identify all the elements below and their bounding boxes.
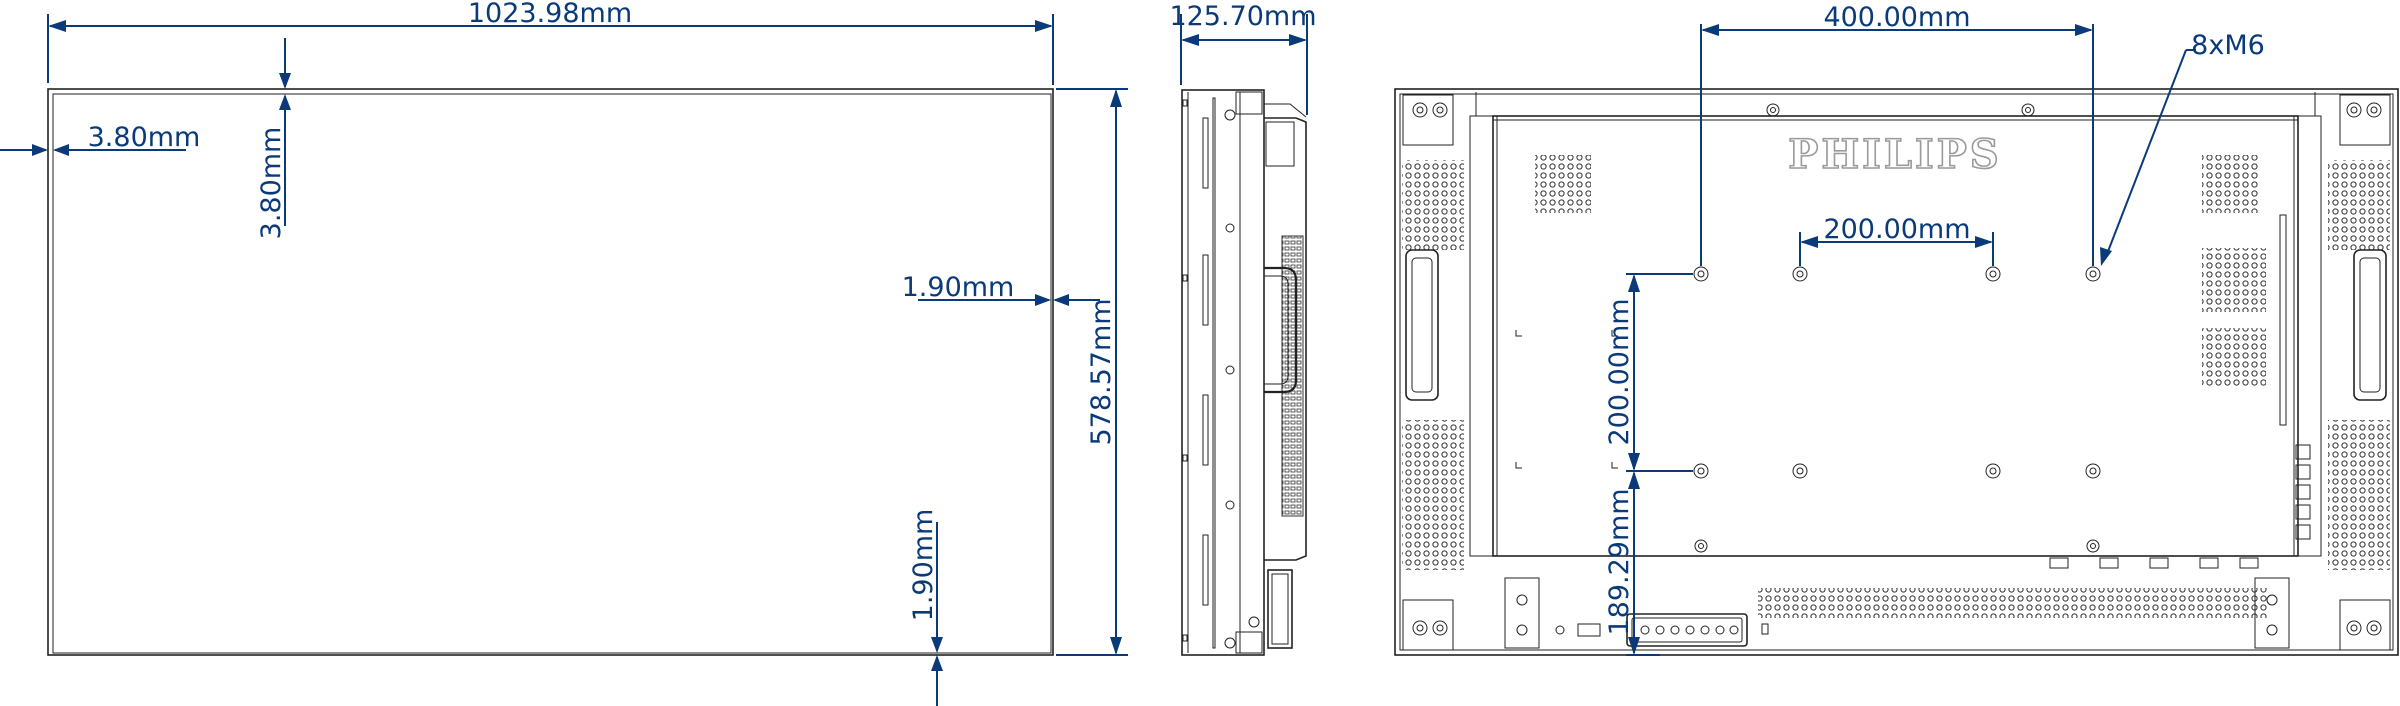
bottom-ports: [2049, 557, 2259, 569]
rear-view: PHILIPS: [1394, 2, 2399, 656]
bezel-left-label: 3.80mm: [88, 122, 201, 153]
bottom-brackets: [1504, 577, 2290, 649]
bezel-top-dimension: 3.80mm: [256, 38, 291, 239]
screw-label: 8xM6: [2191, 30, 2265, 61]
vesa-height-label: 200.00mm: [1604, 298, 1635, 445]
vesa-hole: [1985, 266, 2001, 282]
top-rail-screws: [1766, 103, 2035, 117]
vesa-width-label: 400.00mm: [1823, 2, 1970, 33]
front-view: 1023.98mm 578.57mm 3.80mm 3.80mm: [0, 0, 1128, 706]
depth-label: 125.70mm: [1169, 1, 1316, 32]
side-notches: [1182, 99, 1188, 642]
front-height-label: 578.57mm: [1086, 298, 1117, 445]
bezel-left-dimension: 3.80mm: [0, 122, 200, 156]
side-panel-body: [1181, 89, 1265, 656]
bezel-right-dimension: 1.90mm: [902, 272, 1100, 306]
bezel-bottom-dimension: 1.90mm: [908, 509, 943, 706]
corner-brackets: [1402, 94, 2391, 651]
side-rear-housing: [1264, 117, 1307, 561]
bottom-vent-strip: [1758, 588, 2268, 618]
side-vents: [1402, 160, 2390, 570]
vesa-hole: [1693, 463, 1709, 479]
vesa-hole: [2085, 266, 2101, 282]
bottom-offset-label: 189.29mm: [1604, 488, 1635, 635]
vesa-width-dimension: 400.00mm: [1700, 2, 2094, 266]
depth-dimension: 125.70mm: [1169, 1, 1317, 115]
side-handle: [1264, 266, 1298, 394]
front-width-label: 1023.98mm: [468, 0, 632, 29]
vesa-hole: [1792, 266, 1808, 282]
bezel-top-label: 3.80mm: [256, 127, 287, 240]
rear-handles: [1405, 249, 2387, 401]
panel-outer-outline: [47, 88, 1054, 656]
side-bottom-bracket: [1267, 569, 1293, 649]
vesa-mounting-holes: [1693, 266, 2101, 479]
vesa-hole: [1985, 463, 2001, 479]
vesa-hole: [2085, 463, 2101, 479]
plate-vents: [1535, 155, 2266, 386]
vesa-hole: [1693, 266, 1709, 282]
side-slots: [1202, 97, 1216, 649]
bottom-offset-dimension: 189.29mm: [1604, 471, 1660, 656]
bezel-right-label: 1.90mm: [902, 272, 1015, 303]
front-width-dimension: 1023.98mm: [47, 0, 1054, 85]
bezel-bottom-label: 1.90mm: [908, 509, 939, 622]
vesa-inner-width-label: 200.00mm: [1823, 214, 1970, 245]
brand-logo: PHILIPS: [1788, 131, 2001, 178]
alignment-marks: [1515, 330, 1618, 469]
rear-outer-frame: [1394, 88, 2399, 656]
vesa-hole: [1792, 463, 1808, 479]
side-screws: [1224, 109, 1260, 649]
side-view: 125.70mm: [1169, 1, 1317, 656]
front-height-dimension: 578.57mm: [1056, 88, 1128, 656]
side-vent-area: [1281, 235, 1304, 517]
side-ports: [2295, 444, 2311, 540]
vesa-height-dimension: 200.00mm: [1604, 273, 1693, 472]
panel-inner-outline: [52, 93, 1052, 654]
screw-callout: 8xM6: [2100, 30, 2265, 266]
vesa-inner-width-dimension: 200.00mm: [1799, 214, 1994, 266]
io-connector-panel: [1555, 613, 1769, 647]
